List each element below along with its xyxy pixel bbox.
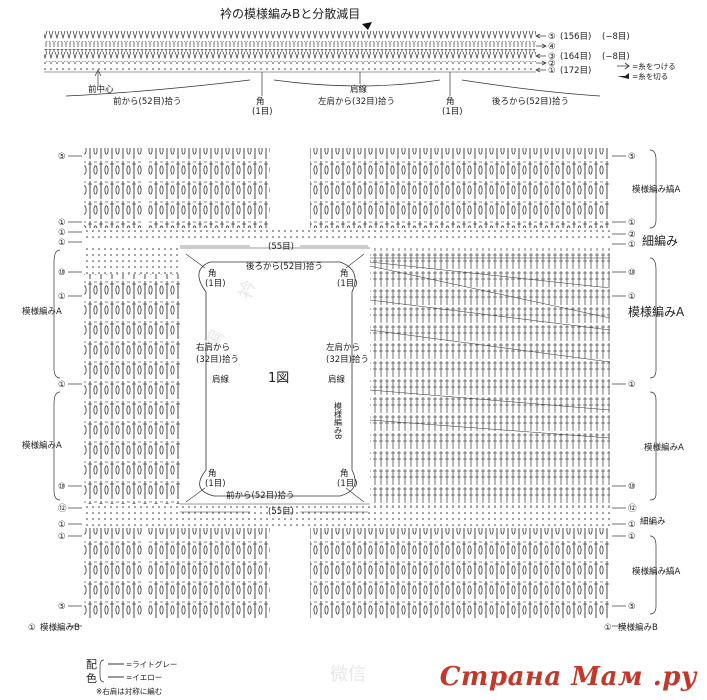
right-label-pattern-b-bottom: 模様編みB bbox=[618, 622, 658, 633]
row-marker-right: ① bbox=[628, 380, 636, 390]
collar-title: 衿の模様編みBと分散減目 bbox=[220, 6, 360, 21]
row-marker-left: ① bbox=[28, 623, 36, 633]
row-markers-left: ⑤ ① ① ① ⑩ ① ① ⑩ ⑫ ① ① ⑤ ① bbox=[28, 152, 67, 633]
row-marker-right: ⑫ bbox=[628, 504, 637, 514]
watermark-suffix: .ру bbox=[652, 662, 697, 692]
row-marker-left: ⑤ bbox=[58, 602, 66, 612]
shoulder-line-right: 肩線 bbox=[328, 374, 346, 385]
attach-yarn-icon bbox=[617, 62, 631, 70]
bottom-stitch-count: (55目) bbox=[268, 507, 294, 517]
front-center-label: 前中心 bbox=[88, 84, 114, 95]
collar-round-3-number: ③ bbox=[548, 52, 556, 62]
corner-top-right: 角 bbox=[340, 268, 349, 279]
left-shoulder-count: (32目)拾う bbox=[326, 354, 369, 365]
row-marker-right: ② bbox=[628, 230, 636, 240]
collar-corner-left-count: (1目) bbox=[252, 107, 273, 117]
right-shoulder-label: 右肩から bbox=[196, 342, 230, 353]
right-label-thin-lower: 細編み bbox=[640, 516, 666, 527]
collar-round-5-decrease: (−8目) bbox=[602, 32, 630, 42]
collar-corner-right: 角 bbox=[446, 96, 455, 107]
row-marker-left: ① bbox=[58, 292, 66, 302]
row-markers-right: ⑤ ① ② ① ⑩ ① ① ⑩ ⑫ ① ① ⑤ ① bbox=[604, 152, 637, 633]
row-marker-left: ① bbox=[58, 380, 66, 390]
row-marker-right: ① bbox=[628, 240, 636, 250]
right-shoulder-count: (32目)拾う bbox=[196, 354, 239, 365]
top-stitch-count: (55目) bbox=[268, 242, 294, 252]
legend-note: ※右肩は対称に編む bbox=[96, 686, 162, 696]
row-marker-right: ⑤ bbox=[628, 602, 636, 612]
figure-label: 1図 bbox=[268, 371, 289, 386]
cut-yarn-icon bbox=[617, 73, 629, 79]
collar-round-5-count: (156目) bbox=[560, 32, 591, 42]
row-marker-right: ① bbox=[628, 520, 636, 530]
color-legend: 配 色 =ライトグレー =イエロー ※右肩は対称に編む bbox=[86, 658, 177, 696]
left-label-pattern-a-1: 模様編みA bbox=[22, 306, 62, 317]
collar-corner-right-count: (1目) bbox=[442, 107, 463, 117]
corner-bottom-left: 角 bbox=[208, 468, 217, 479]
row-marker-right: ① bbox=[628, 218, 636, 228]
corner-bottom-right-count: (1目) bbox=[337, 479, 358, 489]
collar-left-shoulder-pickup: 左肩から(32目)拾う bbox=[318, 96, 395, 107]
legend-attach-yarn: =糸をつける bbox=[632, 61, 676, 71]
corner-top-right-count: (1目) bbox=[337, 279, 358, 289]
collar-shoulder-line: 肩線 bbox=[350, 84, 368, 95]
row-marker-left: ⑤ bbox=[58, 152, 66, 162]
row-marker-left: ① bbox=[58, 520, 66, 530]
right-label-thin: 細編み bbox=[642, 233, 678, 248]
row-marker-right: ⑩ bbox=[628, 482, 636, 492]
legend-light-gray: =ライトグレー bbox=[126, 659, 177, 669]
back-pickup-label: 後ろから(52目)拾う bbox=[246, 261, 323, 272]
collar-round-1-number: ① bbox=[548, 66, 556, 76]
main-chart bbox=[53, 148, 657, 627]
collar-round-5-number: ⑤ bbox=[548, 32, 556, 42]
collar-round-3-count: (164目) bbox=[560, 52, 591, 62]
collar-back-pickup: 後ろから(52目)拾う bbox=[492, 96, 569, 107]
legend-title-2: 色 bbox=[86, 671, 97, 685]
legend-yellow: =イエロー bbox=[126, 673, 162, 682]
right-label-pattern-a-top: 模様編み縞A bbox=[632, 184, 681, 195]
collar-corner-left: 角 bbox=[256, 96, 265, 107]
corner-bottom-right: 角 bbox=[340, 468, 349, 479]
row-marker-left: ① bbox=[58, 218, 66, 228]
row-marker-left: ① bbox=[58, 238, 66, 248]
site-watermark: Страна Мам .ру bbox=[440, 662, 697, 692]
row-marker-right: ⑩ bbox=[628, 268, 636, 278]
cut-arrow-icon bbox=[362, 22, 372, 30]
collar-chart bbox=[44, 22, 631, 97]
watermark-text: Страна Мам bbox=[439, 662, 644, 692]
collar-front-pickup: 前から(52目)拾う bbox=[113, 96, 181, 107]
row-marker-right: ① bbox=[628, 532, 636, 542]
left-label-pattern-a-2: 模様編みA bbox=[22, 440, 62, 451]
row-marker-right: ① bbox=[604, 623, 612, 633]
collar-round-3-decrease: (−8目) bbox=[602, 52, 630, 62]
right-label-pattern-a-bottom: 模様編み縞A bbox=[632, 566, 681, 577]
left-label-pattern-b: 模様編みB bbox=[40, 622, 80, 633]
legend-cut-yarn: =糸を切る bbox=[632, 71, 668, 81]
legend-title-1: 配 bbox=[86, 658, 97, 671]
row-marker-left: ⑩ bbox=[58, 268, 66, 278]
row-marker-right: ① bbox=[628, 292, 636, 302]
left-shoulder-label: 左肩から bbox=[326, 342, 360, 353]
shoulder-line-left: 肩線 bbox=[212, 374, 230, 385]
row-marker-right: ⑤ bbox=[628, 152, 636, 162]
collar-round-4-number: ④ bbox=[548, 42, 556, 52]
collar-round-1-count: (172目) bbox=[560, 66, 591, 76]
pattern-b-label: 模様編みB bbox=[334, 401, 343, 439]
corner-top-left: 角 bbox=[208, 268, 217, 279]
svg-text:微信: 微信 bbox=[330, 664, 366, 685]
right-label-pattern-a: 模様編みA bbox=[628, 304, 685, 319]
decrease-fan bbox=[369, 257, 611, 439]
corner-top-left-count: (1目) bbox=[205, 279, 226, 289]
front-pickup-label: 前から(52目)拾う bbox=[226, 490, 294, 501]
collar-round-2-number: ② bbox=[548, 59, 556, 69]
row-marker-left: ⑩ bbox=[58, 482, 66, 492]
row-marker-left: ① bbox=[58, 532, 66, 542]
corner-bottom-left-count: (1目) bbox=[205, 479, 226, 489]
row-marker-left: ⑫ bbox=[58, 504, 67, 514]
right-label-pattern-a-lower: 模様編みA bbox=[644, 442, 684, 453]
row-marker-left: ① bbox=[58, 228, 66, 238]
